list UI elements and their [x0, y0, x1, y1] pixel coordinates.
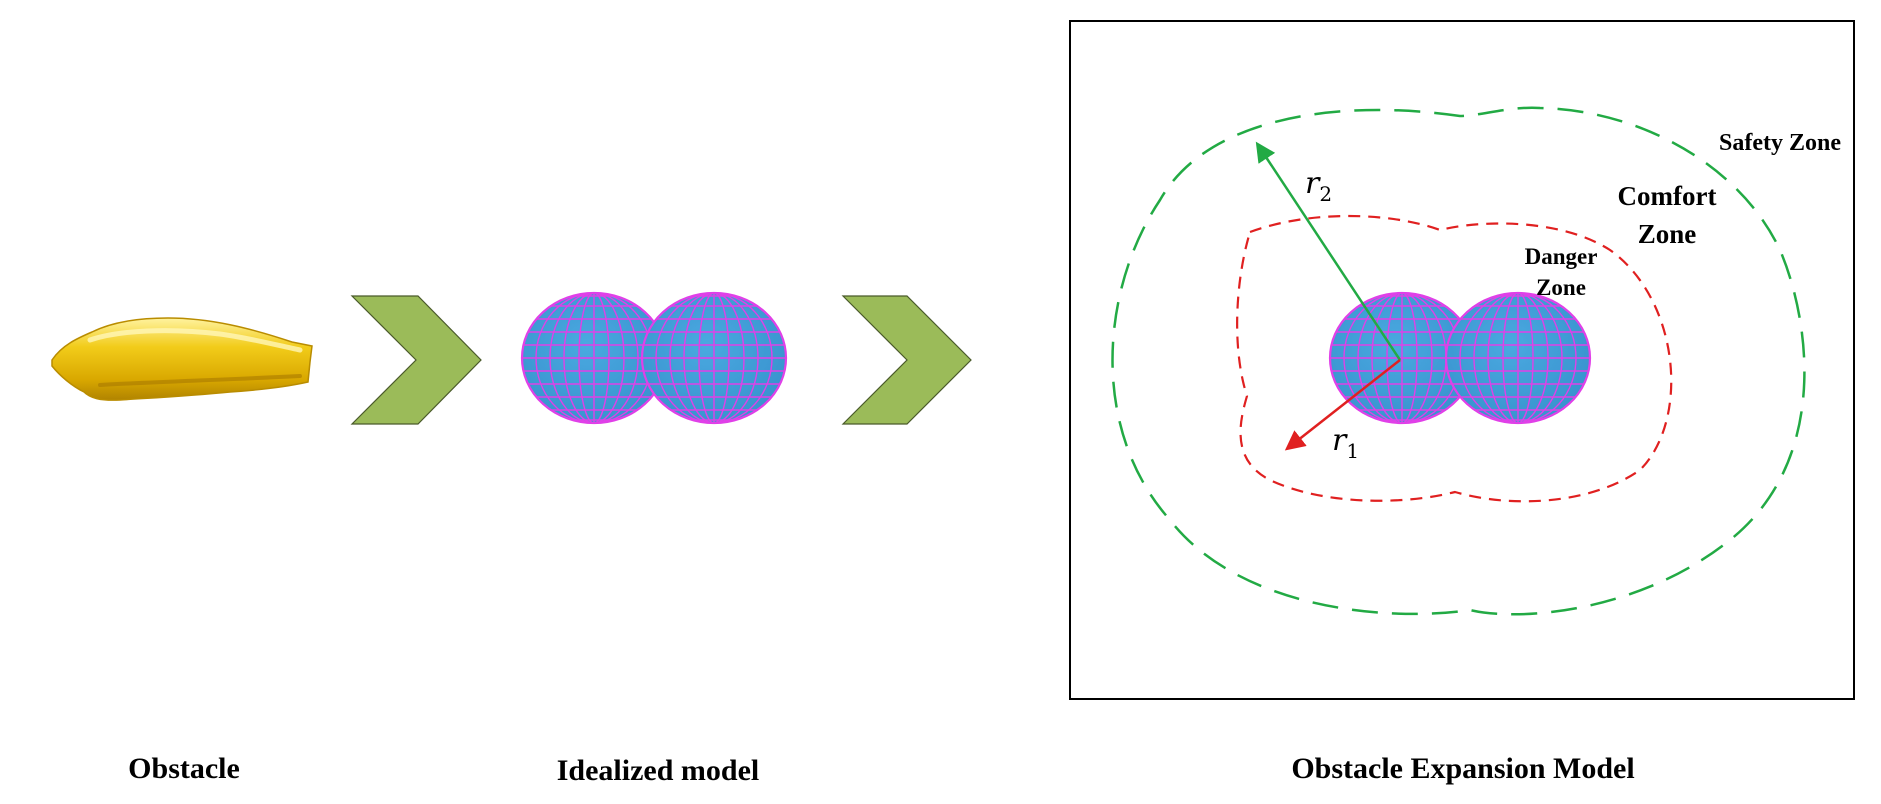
danger-zone-boundary [1236, 214, 1673, 503]
idealized-model-caption: Idealized model [557, 754, 760, 787]
expansion-model-frame [1069, 20, 1855, 700]
danger-zone-label-line1: Danger [1525, 244, 1598, 269]
r1-arrow [1284, 359, 1401, 451]
grid-sphere-icon [640, 291, 788, 425]
obstacle-caption: Obstacle [128, 752, 240, 785]
r2-arrow [1255, 141, 1402, 361]
grid-sphere-icon [1444, 291, 1592, 425]
r2-label: r2 [1305, 166, 1332, 206]
chevron-right-icon [350, 295, 482, 425]
danger-zone-label-line2: Zone [1536, 275, 1586, 300]
expansion-model-caption: Obstacle Expansion Model [1291, 752, 1634, 785]
comfort-zone-label-line1: Comfort [1618, 181, 1717, 211]
comfort-zone-label-line2: Zone [1638, 219, 1697, 249]
obstacle-shape-icon [51, 317, 313, 401]
chevron-right-icon [841, 295, 972, 425]
safety-zone-label: Safety Zone [1719, 130, 1841, 156]
r1-label: r1 [1332, 423, 1359, 463]
idealized-model-spheres [520, 291, 788, 425]
safety-zone-boundary [1111, 106, 1806, 616]
